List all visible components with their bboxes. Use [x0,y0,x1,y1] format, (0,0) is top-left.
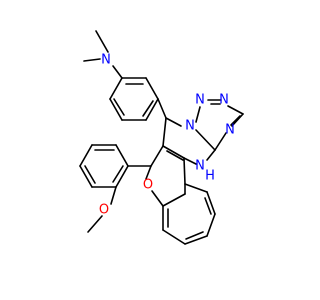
nitrogen-triazole-top-right-label: N [219,93,229,108]
oxygen-pyran-label: O [143,178,153,193]
nitrogen-triazole-right-label: N [225,123,235,138]
nitrogen-triazole-top-left-label: N [195,93,205,108]
nitrogen-triazole-bridge-label: N [185,119,195,134]
nitrogen-nh-label: N [195,159,205,174]
nitrogen-dimethylamino-label: N [101,53,111,68]
atom-labels: N N N N N N H O O [99,53,235,218]
hydrogen-nh-label: H [205,169,215,184]
bonds [79,30,244,245]
oxygen-methoxy-label: O [99,203,109,218]
molecule-structure: N N N N N N H O O [79,30,244,245]
